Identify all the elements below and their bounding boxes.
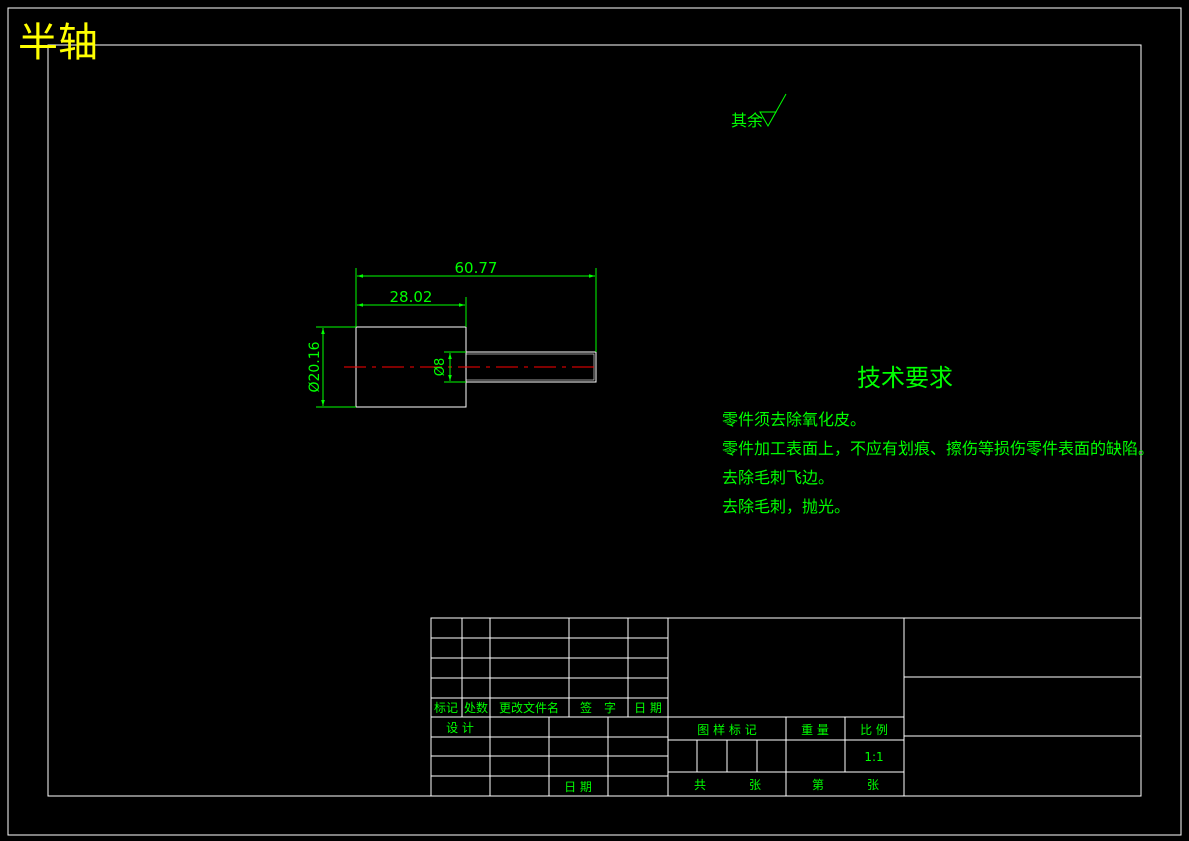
tech-requirement-item: 去除毛刺飞边。 <box>722 468 834 487</box>
dim-small-diameter: Ø8 <box>433 351 466 383</box>
tech-requirement-item: 零件加工表面上，不应有划痕、擦伤等损伤零件表面的缺陷。 <box>722 439 1154 458</box>
dim-small-diameter-text: Ø8 <box>433 358 448 377</box>
inner-frame <box>47 44 1142 797</box>
dim-step-length: 28.02 <box>357 288 467 327</box>
tb-date-label: 日 期 <box>634 701 662 715</box>
title-block <box>430 617 1142 797</box>
tech-requirement-item: 去除毛刺，抛光。 <box>722 497 850 516</box>
tech-requirements-heading: 技术要求 <box>857 364 953 392</box>
tb-signature-label: 签 字 <box>580 700 616 715</box>
surface-finish-symbol <box>759 93 787 128</box>
dim-large-diameter: Ø20.16 <box>307 326 356 408</box>
title-block-text: 标记 处数 更改文件名 签 字 日 期 设 计 日 期 图 样 标 记 重 量 … <box>434 700 888 794</box>
tb-scale-label: 比 例 <box>860 723 888 737</box>
tb-date2-label: 日 期 <box>564 780 592 794</box>
dim-overall-length-text: 60.77 <box>455 259 498 277</box>
tb-scale-value: 1:1 <box>864 750 883 764</box>
tb-drawing-mark-label: 图 样 标 记 <box>697 722 756 737</box>
outer-border <box>7 7 1182 836</box>
dim-large-diameter-text: Ø20.16 <box>307 341 323 392</box>
tb-change-doc-label: 更改文件名 <box>499 700 559 715</box>
dim-overall-length: 60.77 <box>355 259 597 352</box>
drawing-title: 半轴 <box>18 20 98 66</box>
tech-requirements: 技术要求 零件须去除氧化皮。 零件加工表面上，不应有划痕、擦伤等损伤零件表面的缺… <box>722 364 1154 516</box>
tb-design-label: 设 计 <box>446 721 474 735</box>
tb-sheets-label: 张 <box>749 778 761 792</box>
tb-sheet-no-label: 第 <box>812 778 824 792</box>
tb-total-label: 共 <box>694 778 706 792</box>
tech-requirement-item: 零件须去除氧化皮。 <box>722 410 866 429</box>
tb-weight-label: 重 量 <box>801 723 829 737</box>
tb-sheets2-label: 张 <box>867 778 879 792</box>
tb-mark-label: 标记 <box>434 701 458 715</box>
dim-step-length-text: 28.02 <box>390 288 433 306</box>
part-view <box>344 326 600 408</box>
surface-finish-label: 其余 <box>731 111 763 130</box>
tb-count-label: 处数 <box>464 700 488 715</box>
